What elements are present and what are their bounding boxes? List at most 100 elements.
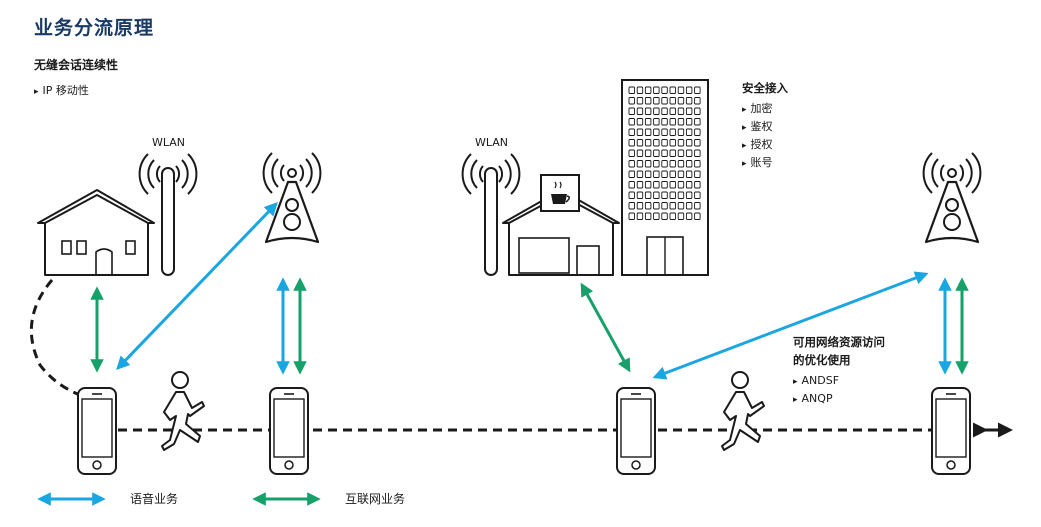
office-window: [661, 181, 668, 189]
office-window: [644, 128, 652, 136]
office-window: [669, 139, 676, 147]
office-window: [653, 149, 660, 157]
office-window: [644, 139, 652, 147]
office-window: [661, 191, 668, 199]
office-window: [694, 97, 701, 105]
office-window: [653, 191, 660, 199]
home-house-icon: [37, 189, 155, 276]
office-window: [694, 107, 701, 115]
office-window: [628, 97, 635, 105]
office-window: [628, 149, 635, 157]
office-window: [661, 97, 668, 105]
office-window: [677, 191, 685, 199]
legend-voice-label: 语音业务: [130, 492, 179, 506]
seamless-heading: 无缝会话连续性: [34, 58, 119, 72]
legend-internet-label: 互联网业务: [345, 492, 406, 506]
office-window: [669, 170, 676, 178]
internet-arrow-cafe: [580, 282, 631, 373]
office-window: [661, 118, 668, 126]
secure-item-account: 账号: [742, 154, 773, 170]
office-window: [628, 181, 635, 189]
office-window: [661, 139, 668, 147]
office-window: [677, 170, 685, 178]
office-window: [644, 118, 652, 126]
office-window: [653, 170, 660, 178]
office-window: [685, 97, 693, 105]
office-window: [694, 86, 701, 94]
office-window: [677, 128, 685, 136]
phone-icon-3: [616, 387, 656, 475]
office-window: [644, 202, 652, 210]
office-window: [669, 191, 676, 199]
office-window: [644, 212, 652, 220]
office-window: [661, 107, 668, 115]
office-window: [636, 139, 644, 147]
office-window: [644, 181, 652, 189]
office-window: [669, 86, 676, 94]
office-window: [694, 128, 701, 136]
office-window: [669, 160, 676, 168]
office-window: [636, 191, 644, 199]
office-window: [669, 118, 676, 126]
office-window: [694, 191, 701, 199]
voice-arrow-tower2-diag: [652, 271, 929, 380]
office-window: [685, 160, 693, 168]
office-window: [636, 202, 644, 210]
office-window: [628, 118, 635, 126]
office-window: [636, 86, 644, 94]
office-window: [669, 128, 676, 136]
office-window: [636, 118, 644, 126]
office-window: [661, 149, 668, 157]
office-window: [644, 191, 652, 199]
cafe-building-icon: [502, 174, 620, 276]
office-window: [653, 97, 660, 105]
office-window: [677, 118, 685, 126]
office-window: [685, 202, 693, 210]
office-window: [669, 149, 676, 157]
office-window: [636, 170, 644, 178]
office-window: [669, 181, 676, 189]
phone-icon-1: [77, 387, 117, 475]
office-window: [644, 97, 652, 105]
office-window: [636, 212, 644, 220]
office-window: [685, 170, 693, 178]
office-window: [628, 191, 635, 199]
cell-tower-icon-1: [262, 152, 322, 244]
office-window: [653, 202, 660, 210]
walking-person-icon-2: [721, 371, 765, 451]
office-window: [628, 202, 635, 210]
page-title: 业务分流原理: [34, 17, 155, 39]
office-window: [661, 212, 668, 220]
phone-icon-2: [269, 387, 309, 475]
office-window: [685, 86, 693, 94]
wlan-label-cafe: WLAN: [475, 136, 509, 149]
office-window: [669, 97, 676, 105]
office-window: [677, 107, 685, 115]
office-window: [677, 181, 685, 189]
office-window: [661, 202, 668, 210]
secure-item-authentication: 鉴权: [742, 118, 773, 134]
office-window: [653, 181, 660, 189]
walking-person-icon-1: [161, 371, 205, 451]
office-window: [653, 128, 660, 136]
office-window: [628, 212, 635, 220]
wlan-handover-link: [29, 279, 81, 397]
optimization-item-anqp: ANQP: [793, 392, 833, 405]
office-window: [694, 149, 701, 157]
office-window: [636, 107, 644, 115]
office-window: [653, 212, 660, 220]
office-window: [694, 139, 701, 147]
office-window: [628, 170, 635, 178]
office-window: [694, 160, 701, 168]
office-window: [669, 212, 676, 220]
cafe-wlan-antenna-icon: [461, 153, 521, 276]
office-window: [677, 212, 685, 220]
office-building-icon: [621, 79, 709, 276]
office-window: [694, 202, 701, 210]
office-window: [661, 128, 668, 136]
office-window: [628, 160, 635, 168]
office-window: [677, 86, 685, 94]
office-window: [636, 181, 644, 189]
office-window: [677, 149, 685, 157]
office-window: [628, 107, 635, 115]
